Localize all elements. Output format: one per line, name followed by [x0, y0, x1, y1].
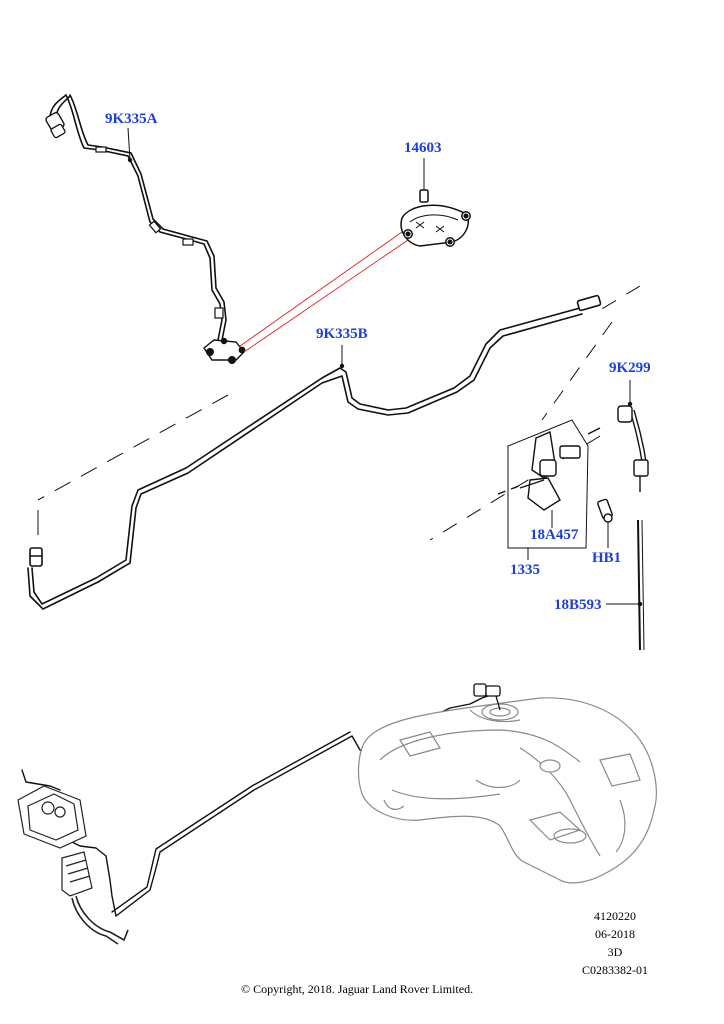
callout-18b593[interactable]: 18B593 [554, 597, 602, 613]
bracket-assembly-1335 [497, 419, 613, 549]
diagram-view: 3D [607, 945, 623, 959]
copyright-notice: © Copyright, 2018. Jaguar Land Rover Lim… [241, 982, 474, 996]
callout-1335[interactable]: 1335 [510, 562, 540, 578]
callout-9k335b[interactable]: 9K335B [316, 326, 368, 342]
fitting-9k299 [617, 405, 649, 492]
pipe-9k335a [45, 94, 246, 364]
diagram-reference: C0283382-01 [582, 963, 648, 977]
dashed-leader-left [37, 394, 229, 501]
bracket-14603 [400, 158, 471, 247]
pipe-9k335b [27, 294, 602, 610]
red-leaders-14603 [239, 231, 409, 353]
fuel-tank [357, 697, 657, 884]
evap-canister-assembly [17, 785, 129, 945]
part-18b593 [637, 519, 645, 651]
callout-9k335a[interactable]: 9K335A [105, 111, 158, 127]
leader-9k335a [127, 127, 131, 161]
callout-14603[interactable]: 14603 [404, 140, 442, 156]
callout-9k299[interactable]: 9K299 [609, 360, 651, 376]
callout-hb1[interactable]: HB1 [592, 550, 622, 566]
tank-sender-connector [473, 683, 501, 711]
callout-18a457[interactable]: 18A457 [530, 527, 579, 543]
diagram-date: 06-2018 [595, 927, 635, 941]
diagram-code: 4120220 [594, 909, 636, 923]
